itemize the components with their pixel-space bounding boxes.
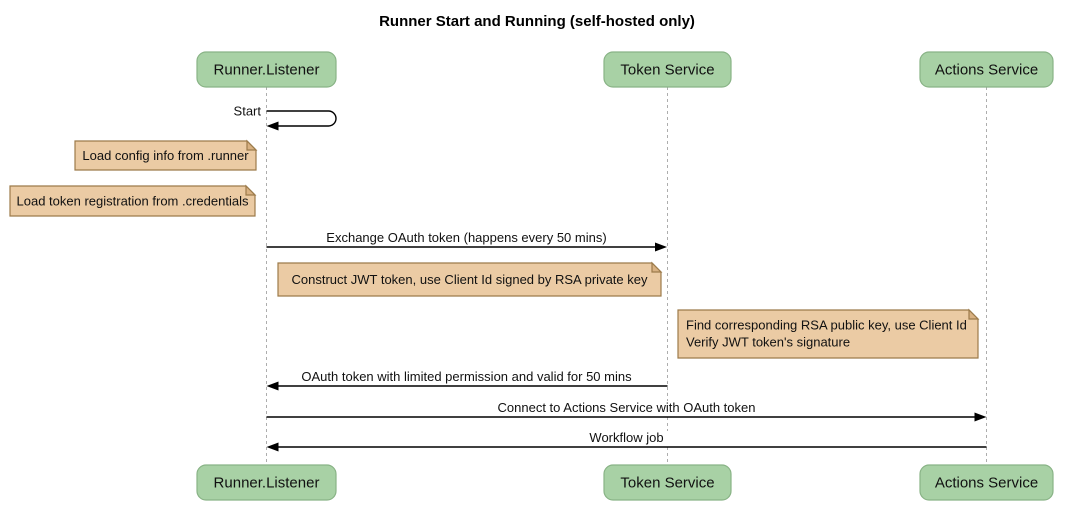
message-oauth-return: OAuth token with limited permission and … (266, 369, 668, 391)
self-loop-line (266, 110, 337, 127)
message-connect: Connect to Actions Service with OAuth to… (266, 400, 987, 422)
arrowhead-right-icon (655, 242, 667, 252)
participant-label: Runner.Listener (214, 62, 320, 79)
arrowhead-left-icon (266, 381, 279, 391)
arrowhead-left-icon (266, 442, 279, 452)
label-background (492, 401, 762, 415)
note-shape (677, 309, 979, 359)
message-exchange-oauth: Exchange OAuth token (happens every 50 m… (266, 230, 667, 252)
participant-box (603, 464, 732, 501)
participant-label: Token Service (620, 475, 714, 492)
note-construct-jwt: Construct JWT token, use Client Id signe… (277, 261, 663, 297)
note-text: Load config info from .runner (82, 148, 249, 163)
note-find-rsa-key: Find corresponding RSA public key, use C… (677, 308, 980, 359)
note-load-token-registration: Load token registration from .credential… (9, 184, 257, 217)
participant-top-actions-service: Actions Service (919, 51, 1054, 88)
participant-box (196, 464, 337, 501)
message-label: Exchange OAuth token (happens every 50 m… (326, 230, 606, 245)
participant-top-runner-listener: Runner.Listener (196, 51, 337, 88)
note-fold-icon (245, 184, 257, 196)
message-start-self: Start (234, 104, 337, 131)
message-label: Start (234, 104, 262, 119)
note-shape (277, 262, 662, 297)
note-text-line2: Verify JWT token's signature (686, 335, 850, 350)
arrowhead-right-icon (974, 412, 987, 422)
diagram-title: Runner Start and Running (self-hosted on… (379, 13, 695, 30)
message-label: Connect to Actions Service with OAuth to… (498, 400, 756, 415)
note-fold-icon (968, 308, 980, 320)
arrowhead-left-icon (266, 121, 279, 131)
note-text-line1: Find corresponding RSA public key, use C… (686, 318, 967, 333)
note-load-config: Load config info from .runner (74, 139, 258, 171)
note-text: Construct JWT token, use Client Id signe… (292, 272, 648, 287)
note-fold-icon (246, 139, 258, 151)
note-shape (9, 185, 256, 217)
note-fold-icon (651, 261, 663, 273)
participant-bottom-token-service: Token Service (603, 464, 732, 501)
message-label: OAuth token with limited permission and … (301, 369, 632, 384)
message-label: Workflow job (589, 430, 663, 445)
participant-label: Actions Service (935, 475, 1038, 492)
participant-bottom-actions-service: Actions Service (919, 464, 1054, 501)
participant-label: Actions Service (935, 62, 1038, 79)
participant-box (603, 51, 732, 88)
note-shape (74, 140, 257, 171)
participant-label: Token Service (620, 62, 714, 79)
label-background (580, 431, 672, 445)
participant-top-token-service: Token Service (603, 51, 732, 88)
note-text: Load token registration from .credential… (17, 194, 249, 209)
participant-box (919, 51, 1054, 88)
participant-bottom-runner-listener: Runner.Listener (196, 464, 337, 501)
participant-box (196, 51, 337, 88)
message-workflow-job: Workflow job (266, 430, 987, 452)
participant-label: Runner.Listener (214, 475, 320, 492)
participant-box (919, 464, 1054, 501)
